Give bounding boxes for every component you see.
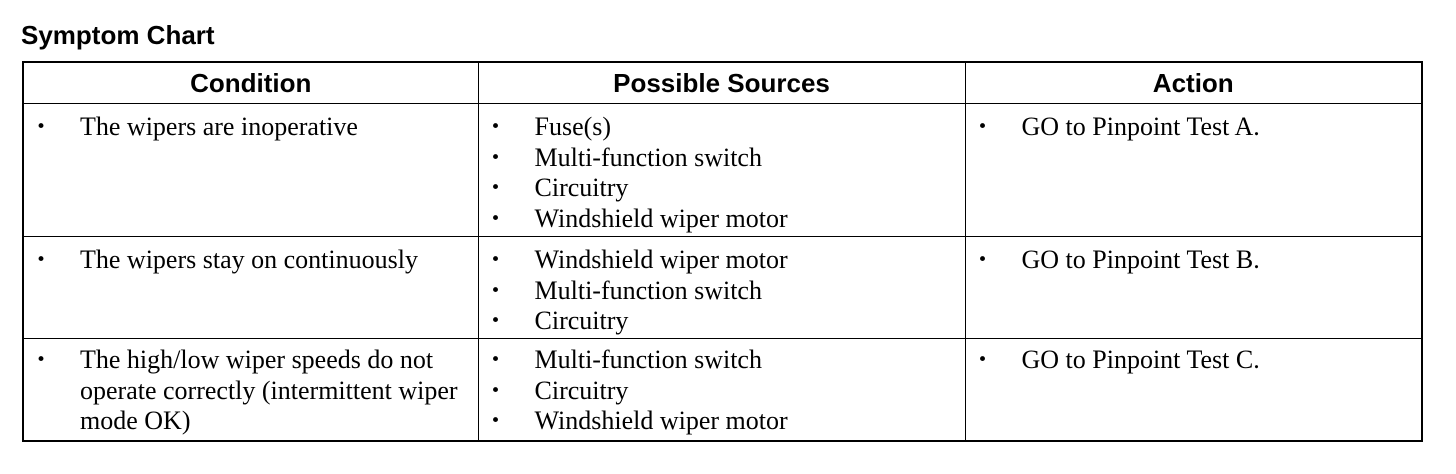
action-cell: •GO to Pinpoint Test B.	[964, 236, 1423, 339]
list-item: •The high/low wiper speeds do not operat…	[36, 345, 458, 435]
list-item: •Fuse(s)	[490, 112, 612, 141]
list-item: •GO to Pinpoint Test A.	[977, 112, 1260, 141]
condition-cell: •The high/low wiper speeds do not operat…	[22, 338, 479, 442]
bullet-icon: •	[36, 350, 47, 370]
action-cell: •GO to Pinpoint Test A.	[964, 103, 1423, 237]
list-item: •Multi-function switch	[490, 142, 762, 172]
symptom-chart-table: Condition Possible Sources Action •The w…	[22, 61, 1423, 442]
bullet-icon: •	[977, 117, 988, 137]
list-item: •Circuitry	[490, 173, 629, 202]
bullet-icon: •	[490, 411, 501, 431]
table-row: •The high/low wiper speeds do not operat…	[22, 338, 1423, 442]
header-possible-sources: Possible Sources	[477, 61, 966, 104]
bullet-icon: •	[490, 208, 501, 229]
bullet-icon: •	[977, 250, 988, 270]
list-item: •Windshield wiper motor	[490, 203, 788, 233]
sources-cell: •Multi-function switch •Circuitry •Winds…	[477, 338, 966, 442]
list-item: •Multi-function switch	[490, 275, 762, 305]
list-item: •The wipers are inoperative	[36, 112, 358, 141]
header-condition: Condition	[22, 61, 479, 104]
bullet-icon: •	[977, 350, 988, 370]
bullet-icon: •	[490, 280, 501, 301]
list-item: •Windshield wiper motor	[490, 406, 788, 435]
bullet-icon: •	[490, 350, 501, 370]
list-item: •Windshield wiper motor	[490, 245, 788, 274]
bullet-icon: •	[36, 250, 47, 270]
bullet-icon: •	[490, 380, 501, 401]
table-header-row: Condition Possible Sources Action	[22, 61, 1423, 104]
sources-cell: •Fuse(s) •Multi-function switch •Circuit…	[477, 103, 966, 237]
page-title: Symptom Chart	[21, 20, 215, 50]
list-item: •Circuitry	[490, 375, 629, 405]
bullet-icon: •	[490, 147, 501, 168]
action-cell: •GO to Pinpoint Test C.	[964, 338, 1423, 442]
condition-cell: •The wipers stay on continuously	[22, 236, 479, 339]
bullet-icon: •	[490, 311, 501, 331]
sources-cell: •Windshield wiper motor •Multi-function …	[477, 236, 966, 339]
list-item: •The wipers stay on continuously	[36, 245, 418, 274]
list-item: •Multi-function switch	[490, 345, 762, 374]
bullet-icon: •	[36, 117, 47, 137]
list-item: •GO to Pinpoint Test C.	[977, 345, 1260, 374]
header-action: Action	[964, 61, 1423, 104]
list-item: •Circuitry	[490, 306, 629, 335]
table-row: •The wipers stay on continuously •Windsh…	[22, 236, 1423, 339]
list-item: •GO to Pinpoint Test B.	[977, 245, 1260, 274]
bullet-icon: •	[490, 250, 501, 270]
bullet-icon: •	[490, 117, 501, 137]
bullet-icon: •	[490, 178, 501, 198]
condition-cell: •The wipers are inoperative	[22, 103, 479, 237]
table-row: •The wipers are inoperative •Fuse(s) •Mu…	[22, 103, 1423, 237]
